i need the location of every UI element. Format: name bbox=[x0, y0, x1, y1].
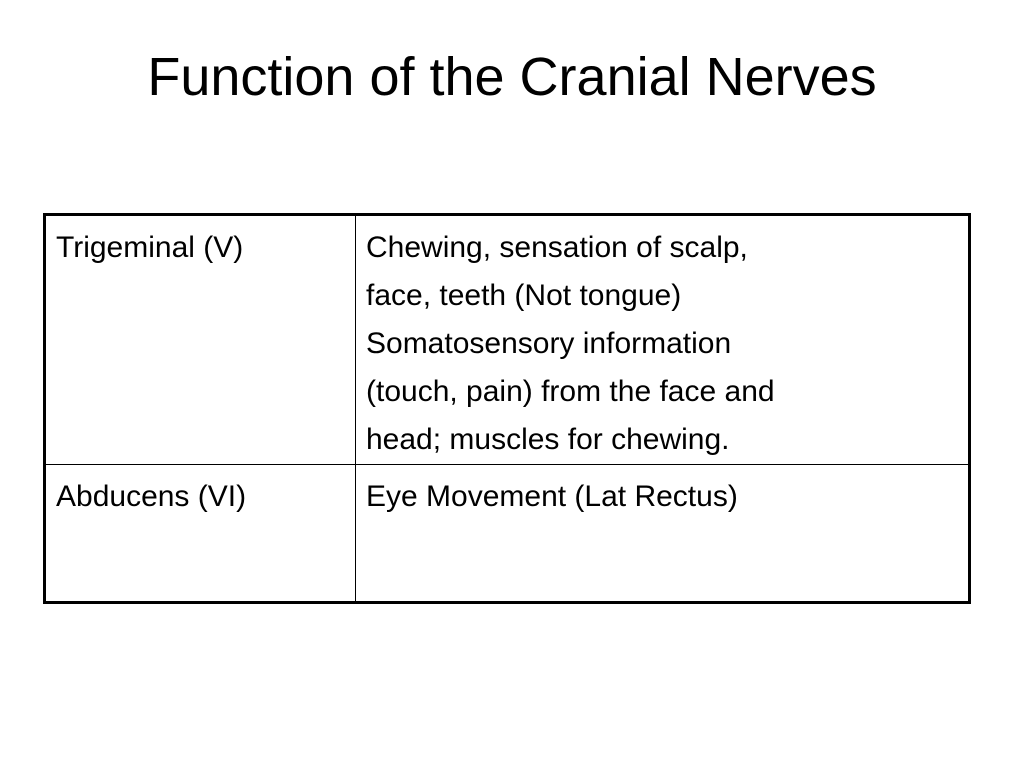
table-row: Trigeminal (V) Chewing, sensation of sca… bbox=[44, 214, 970, 465]
function-line: Somatosensory information bbox=[366, 327, 732, 360]
nerve-name: Abducens (VI) bbox=[56, 480, 247, 513]
nerve-name-cell: Abducens (VI) bbox=[44, 464, 356, 603]
function-line: Chewing, sensation of scalp, bbox=[366, 231, 748, 264]
function-line: head; muscles for chewing. bbox=[366, 423, 730, 456]
function-line: (touch, pain) from the face and bbox=[366, 375, 775, 408]
table-row: Abducens (VI) Eye Movement (Lat Rectus) bbox=[44, 464, 970, 603]
nerve-function-cell: Eye Movement (Lat Rectus) bbox=[355, 464, 970, 603]
nerve-name: Trigeminal (V) bbox=[56, 231, 244, 264]
cranial-nerves-table: Trigeminal (V) Chewing, sensation of sca… bbox=[43, 213, 971, 604]
slide-title: Function of the Cranial Nerves bbox=[147, 47, 877, 107]
nerve-function-cell: Chewing, sensation of scalp, face, teeth… bbox=[355, 214, 970, 465]
function-line: face, teeth (Not tongue) bbox=[366, 279, 682, 312]
nerve-name-cell: Trigeminal (V) bbox=[44, 214, 356, 465]
function-line: Eye Movement (Lat Rectus) bbox=[366, 480, 738, 513]
